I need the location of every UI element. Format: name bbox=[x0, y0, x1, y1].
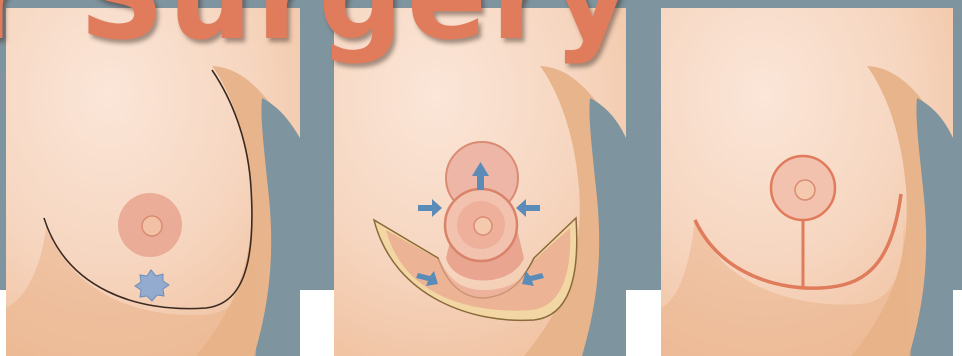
nipple bbox=[142, 216, 162, 236]
page-title: r Surgery bbox=[0, 0, 634, 56]
nipple bbox=[795, 180, 815, 200]
nipple bbox=[474, 217, 492, 235]
illustration-panel-after bbox=[661, 8, 953, 356]
